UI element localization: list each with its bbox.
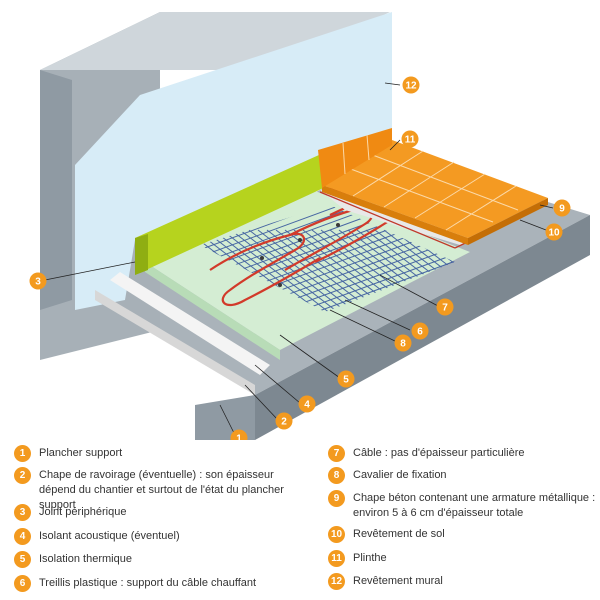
mesh-line [200,205,455,258]
mesh-line [200,205,455,272]
callout-number-8: 8 [400,339,406,350]
legend-text-12: Revêtement mural [353,575,443,587]
callout-number-6: 6 [417,327,423,338]
badge-6: 6 [14,575,31,592]
callout-badge-4 [298,395,316,413]
mesh-line [200,251,455,312]
legend-text-11: Plinthe [353,552,387,564]
callout-badge-12 [402,76,420,94]
legend-item-11: 11 Plinthe [328,550,596,567]
callout-number-11: 11 [405,135,416,146]
mesh-line [338,229,455,312]
legend-item-4: 4 Isolant acoustique (éventuel) [14,528,304,545]
legend-text-5: Isolation thermique [39,553,132,565]
mesh-line [200,205,455,279]
legend-item-8: 8 Cavalier de fixation [328,467,596,484]
callout-badge-1 [230,429,248,440]
callout-badge-3 [29,272,47,290]
badge-11: 11 [328,550,345,567]
legend-text-2: Chape de ravoirage (éventuelle) : son ép… [39,469,284,511]
callout-number-4: 4 [304,400,310,411]
mesh-line [221,229,353,312]
legend-item-3: 3 Joint périphérique [14,504,304,521]
mesh-line [239,229,371,312]
skirting-joints [342,134,370,175]
mesh-line [200,205,455,265]
mesh-line [392,229,455,312]
legend-item-7: 7 Câble : pas d'épaisseur particulière [328,445,596,462]
legend-text-10: Revêtement de sol [353,528,445,540]
callout-badge-10 [545,223,563,241]
wall-covering [75,12,392,310]
callout-badge-8 [394,334,412,352]
badge-3: 3 [14,504,31,521]
callout-badge-6 [411,322,429,340]
legend-text-7: Câble : pas d'épaisseur particulière [353,447,525,459]
peripheral-joint-edge [135,234,148,275]
badge-9: 9 [328,490,345,507]
legend-item-5: 5 Isolation thermique [14,551,304,568]
legend-text-8: Cavalier de fixation [353,469,447,481]
mesh-line [248,229,380,312]
callout-number-12: 12 [405,81,417,92]
slab-front [195,395,255,440]
callout-badge-7 [436,298,454,316]
legend-text-6: Treillis plastique : support du câble ch… [39,577,257,589]
screed-layer [95,290,255,395]
floor-tiles [322,140,548,238]
acoustic-layer [110,272,270,375]
callout-badge-11 [401,130,419,148]
legend-item-12: 12 Revêtement mural [328,573,596,590]
mesh-line [200,244,455,312]
legend-text-4: Isolant acoustique (éventuel) [39,530,180,542]
callout-number-9: 9 [559,204,565,215]
badge-1: 1 [14,445,31,462]
legend-text-3: Joint périphérique [39,506,127,518]
legend-item-2: 2 Chape de ravoirage (éventuelle) : son … [14,467,312,513]
mesh-line [311,229,443,312]
callout-number-1: 1 [236,434,242,441]
badge-10: 10 [328,526,345,543]
callout-number-7: 7 [442,303,448,314]
badge-12: 12 [328,573,345,590]
badge-7: 7 [328,445,345,462]
wall-top [40,12,390,70]
legend-text-9: Chape béton contenant une armature métal… [353,492,596,519]
mesh-line [329,229,455,312]
legend-item-1: 1 Plancher support [14,445,304,462]
badge-4: 4 [14,528,31,545]
legend-item-6: 6 Treillis plastique : support du câble … [14,575,310,592]
badge-2: 2 [14,467,31,484]
legend-text-1: Plancher support [39,447,123,459]
wall-left-face [40,70,72,310]
mesh-line [266,229,398,312]
callout-number-2: 2 [281,417,287,428]
peripheral-joint [135,150,330,275]
badge-5: 5 [14,551,31,568]
floor-tiles-edge [322,185,468,245]
mesh-line [200,237,455,312]
callout-number-5: 5 [343,375,349,386]
mesh-line [212,229,344,312]
callout-badge-9 [553,199,571,217]
callout-number-10: 10 [548,228,560,239]
mesh-line [284,229,416,312]
callout-badge-5 [337,370,355,388]
legend-item-9: 9 Chape béton contenant une armature mét… [328,490,596,521]
tile-joints [347,150,519,231]
mesh-line [257,229,389,312]
leader-lines [44,82,554,438]
callout-badge-2 [275,412,293,430]
legend-item-10: 10 Revêtement de sol [328,526,596,543]
badge-8: 8 [328,467,345,484]
skirting-board [318,128,392,188]
mesh-line [320,229,452,312]
insulation-front [145,262,280,360]
mesh-line [275,229,407,312]
callout-number-3: 3 [35,277,41,288]
mesh-line [293,229,425,312]
floor-tiles-side [468,198,548,245]
